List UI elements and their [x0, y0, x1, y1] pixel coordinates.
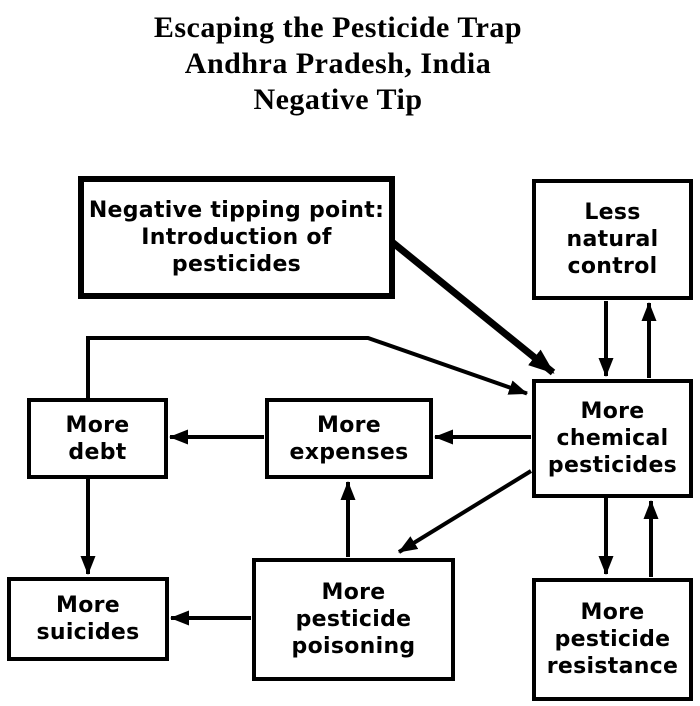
- node-more-suicides-label: More suicides: [36, 593, 140, 645]
- node-more-pesticide-poisoning-label: More pesticide poisoning: [291, 580, 416, 659]
- node-less-natural-control-label: Less natural control: [566, 200, 659, 279]
- node-negative-tipping-point-label: Negative tipping point: Introduction of …: [88, 198, 385, 277]
- diagram-title: Escaping the Pesticide Trap Andhra Prade…: [0, 10, 676, 118]
- node-more-pesticide-resistance: More pesticide resistance: [532, 578, 693, 701]
- edge-debt-to-chemical: [86, 336, 528, 398]
- node-more-pesticide-poisoning: More pesticide poisoning: [252, 558, 455, 681]
- node-more-pesticide-resistance-label: More pesticide resistance: [546, 600, 679, 679]
- node-more-debt-label: More debt: [65, 412, 130, 465]
- edge-chemical-to-poisoning: [397, 469, 533, 554]
- node-less-natural-control: Less natural control: [532, 179, 693, 300]
- title-line-1: Escaping the Pesticide Trap: [153, 11, 523, 44]
- node-more-expenses: More expenses: [265, 398, 433, 479]
- node-negative-tipping-point: Negative tipping point: Introduction of …: [78, 176, 395, 299]
- node-more-chemical-pesticides-label: More chemical pesticides: [547, 399, 678, 478]
- node-more-suicides: More suicides: [7, 577, 169, 661]
- node-more-expenses-label: More expenses: [289, 412, 409, 465]
- title-line-2: Andhra Pradesh, India: [184, 47, 492, 80]
- node-more-chemical-pesticides: More chemical pesticides: [532, 379, 693, 498]
- node-more-debt: More debt: [27, 398, 168, 479]
- title-line-3: Negative Tip: [253, 83, 423, 116]
- edge-tipping-to-chemical: [389, 239, 556, 376]
